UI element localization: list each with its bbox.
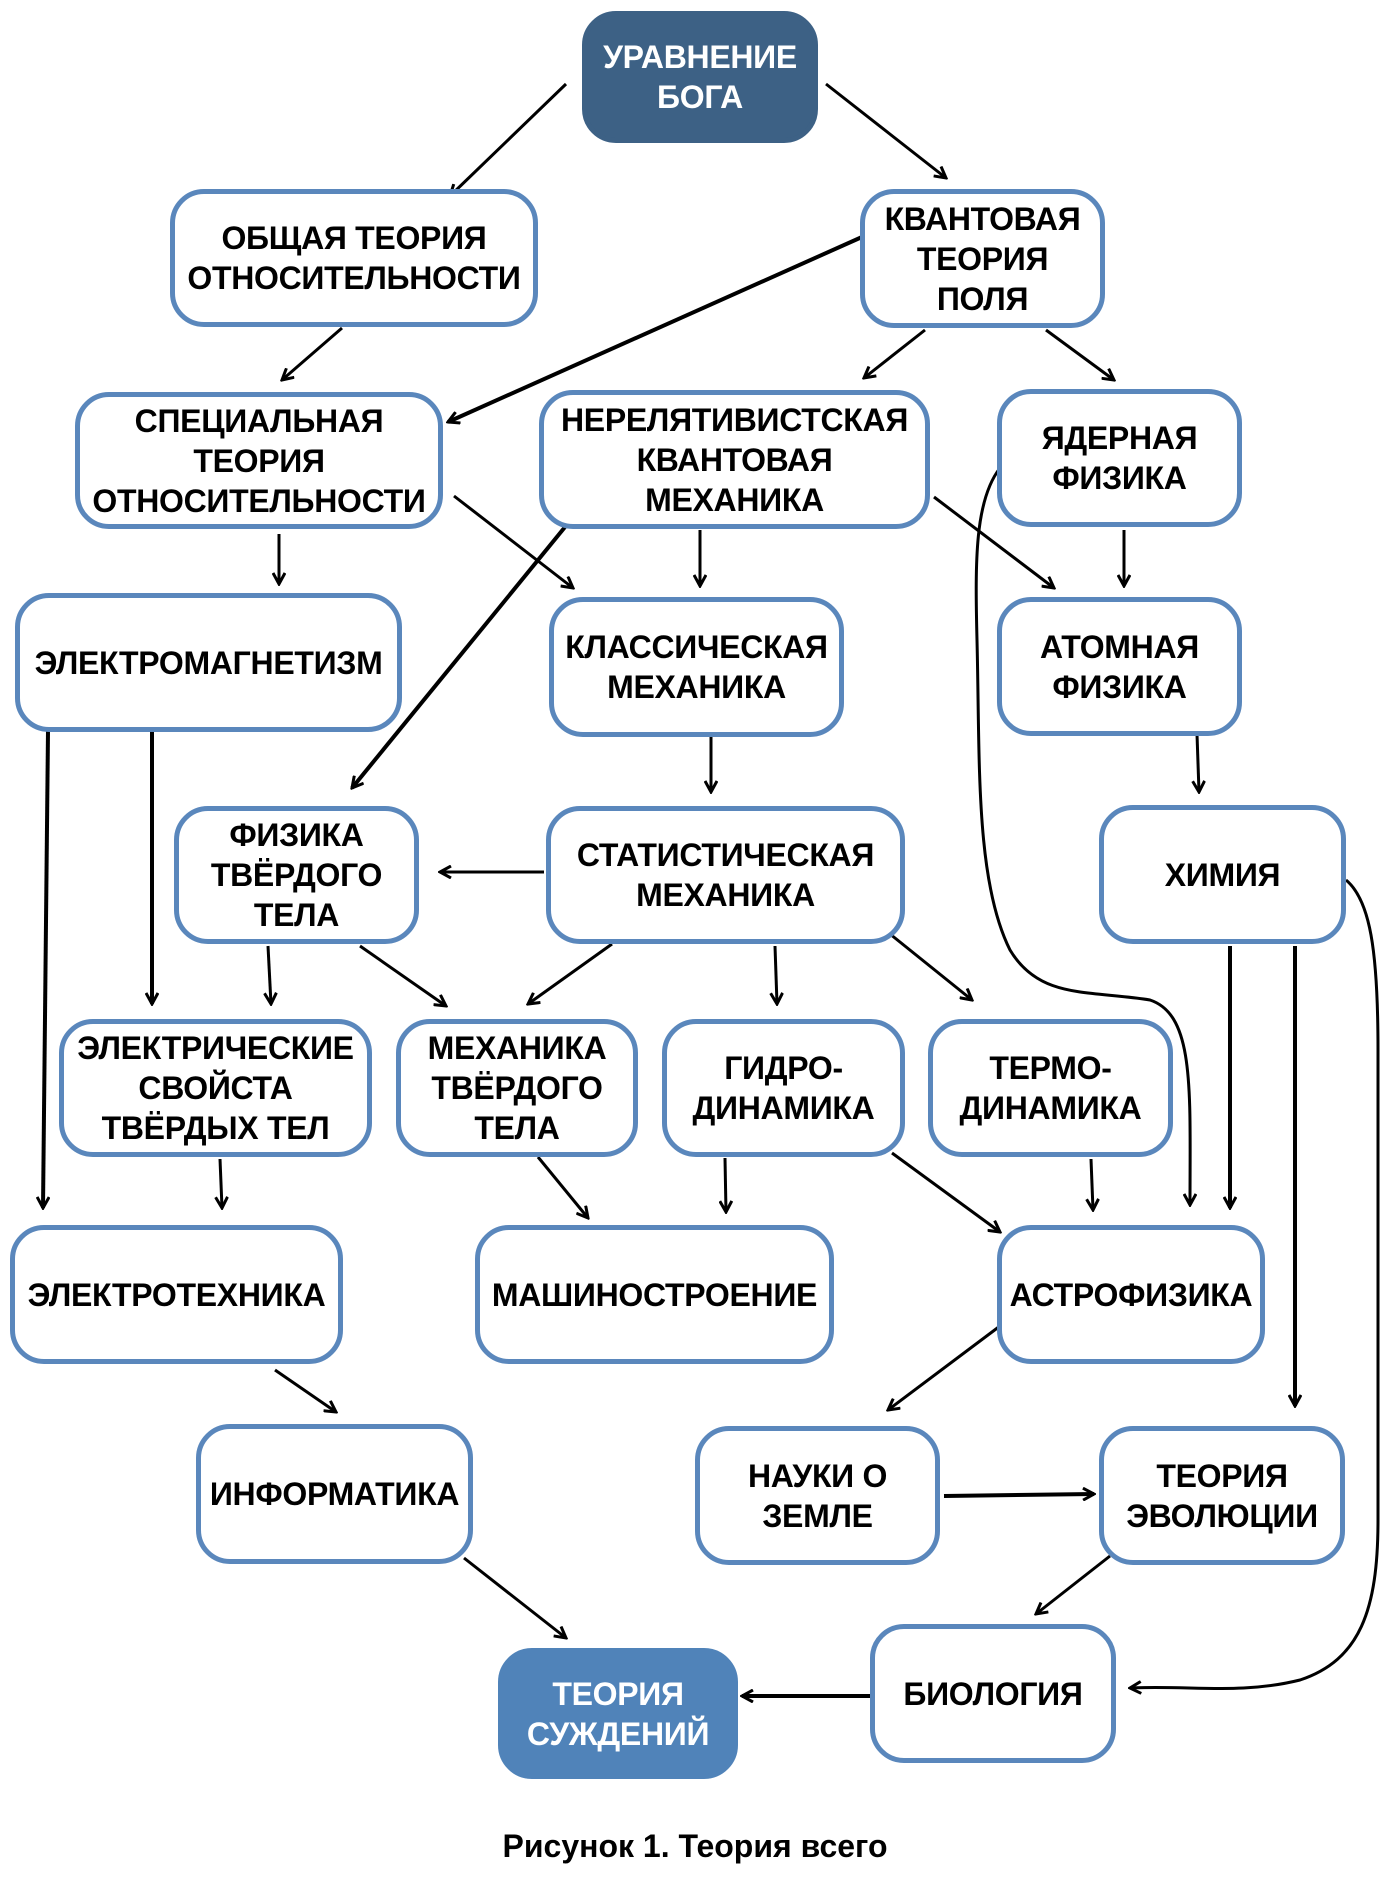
node-label: ЯДЕРНАЯ ФИЗИКА (1041, 420, 1198, 496)
node-label: ТЕРМО- ДИНАМИКА (959, 1050, 1142, 1126)
node-informatics: ИНФОРМАТИКА (196, 1424, 473, 1564)
node-label: НАУКИ О ЗЕМЛЕ (747, 1457, 888, 1534)
node-label: ИНФОРМАТИКА (209, 1476, 460, 1512)
node-earth-sciences: НАУКИ О ЗЕМЛЕ (695, 1426, 940, 1565)
node-special-relativity: СПЕЦИАЛЬНАЯ ТЕОРИЯ ОТНОСИТЕЛЬНОСТИ (75, 392, 443, 529)
edge-electrical_eng-informatics (274, 1368, 336, 1412)
node-label: ТЕОРИЯ СУЖДЕНИЙ (526, 1675, 710, 1752)
edge-qft-special_relativity (448, 235, 863, 422)
node-general-relativity: ОБЩАЯ ТЕОРИЯ ОТНОСИТЕЛЬНОСТИ (170, 189, 538, 327)
node-label: МАШИНОСТРОЕНИЕ (491, 1276, 818, 1313)
edge-earth_sciences-evolution (943, 1494, 1094, 1496)
node-nuclear: ЯДЕРНАЯ ФИЗИКА (997, 389, 1242, 527)
edge-evolution-biology (1036, 1554, 1111, 1614)
edge-chemistry-biology (1130, 878, 1380, 1689)
node-biology: БИОЛОГИЯ (870, 1624, 1116, 1763)
node-mech-eng: МАШИНОСТРОЕНИЕ (475, 1225, 834, 1364)
edge-nuclear-astrophysics (974, 467, 1190, 1205)
edge-atomic-chemistry (1197, 733, 1199, 792)
edge-hydrodynamics-mech_eng (725, 1157, 726, 1212)
edge-solid_mech-mech_eng (536, 1156, 588, 1218)
node-label: ОБЩАЯ ТЕОРИЯ ОТНОСИТЕЛЬНОСТИ (187, 220, 521, 296)
edge-stat_mech-hydrodynamics (775, 945, 777, 1004)
node-god-equation: УРАВНЕНИЕ БОГА (582, 11, 818, 143)
edge-thermodynamics-astrophysics (1091, 1158, 1093, 1210)
node-label: УРАВНЕНИЕ БОГА (603, 39, 797, 115)
node-label: ТЕОРИЯ ЭВОЛЮЦИИ (1126, 1457, 1318, 1534)
edge-god_equation-qft (825, 82, 946, 178)
node-astrophysics: АСТРОФИЗИКА (997, 1225, 1265, 1364)
edge-hydrodynamics-astrophysics (891, 1151, 1000, 1232)
figure-caption: Рисунок 1. Теория всего (502, 1828, 888, 1864)
edge-informatics-judgement_theory (463, 1556, 566, 1638)
node-thermodynamics: ТЕРМО- ДИНАМИКА (928, 1019, 1173, 1157)
edge-electromagnetism-electrical_eng (43, 730, 48, 1208)
edge-god_equation-general_relativity (450, 82, 568, 196)
edge-solid_state-electric_props (268, 945, 271, 1004)
node-label: СТАТИСТИЧЕСКАЯ МЕХАНИКА (576, 837, 875, 913)
node-solid-state: ФИЗИКА ТВЁРДОГО ТЕЛА (174, 806, 419, 944)
node-classical-mech: КЛАССИЧЕСКАЯ МЕХАНИКА (549, 597, 844, 737)
node-label: КВАНТОВАЯ ТЕОРИЯ ПОЛЯ (884, 200, 1081, 317)
edge-special_relativity-classical_mech (453, 494, 573, 588)
edge-qft-nuclear (1045, 328, 1114, 380)
node-label: КЛАССИЧЕСКАЯ МЕХАНИКА (565, 629, 828, 705)
node-hydrodynamics: ГИДРО- ДИНАМИКА (662, 1019, 905, 1157)
edge-solid_state-solid_mech (359, 944, 446, 1006)
node-label: ЭЛЕКТРОМАГНЕТИЗМ (34, 644, 383, 681)
node-atomic: АТОМНАЯ ФИЗИКА (997, 597, 1242, 736)
node-stat-mech: СТАТИСТИЧЕСКАЯ МЕХАНИКА (546, 806, 905, 944)
edge-nonrel_qm-solid_state (352, 525, 567, 788)
node-label: МЕХАНИКА ТВЁРДОГО ТЕЛА (427, 1030, 607, 1146)
node-electric-props: ЭЛЕКТРИЧЕСКИЕ СВОЙСТА ТВЁРДЫХ ТЕЛ (59, 1019, 372, 1157)
edge-nonrel_qm-atomic (933, 495, 1054, 588)
edge-stat_mech-solid_mech (528, 942, 613, 1004)
node-electromagnetism: ЭЛЕКТРОМАГНЕТИЗМ (15, 593, 402, 732)
node-chemistry: ХИМИЯ (1099, 805, 1346, 944)
node-solid-mech: МЕХАНИКА ТВЁРДОГО ТЕЛА (396, 1019, 638, 1157)
node-electrical-eng: ЭЛЕКТРОТЕХНИКА (10, 1225, 343, 1364)
edge-stat_mech-thermodynamics (889, 932, 972, 1000)
node-label: ХИМИЯ (1164, 856, 1281, 893)
node-label: АСТРОФИЗИКА (1009, 1276, 1253, 1313)
node-label: НЕРЕЛЯТИВИСТСКАЯ КВАНТОВАЯ МЕХАНИКА (560, 401, 909, 518)
node-judgement-theory: ТЕОРИЯ СУЖДЕНИЙ (498, 1648, 738, 1779)
node-label: СПЕЦИАЛЬНАЯ ТЕОРИЯ ОТНОСИТЕЛЬНОСТИ (92, 402, 426, 519)
node-nonrel-qm: НЕРЕЛЯТИВИСТСКАЯ КВАНТОВАЯ МЕХАНИКА (539, 390, 930, 529)
node-evolution: ТЕОРИЯ ЭВОЛЮЦИИ (1099, 1426, 1345, 1565)
node-label: ФИЗИКА ТВЁРДОГО ТЕЛА (210, 817, 383, 933)
node-qft: КВАНТОВАЯ ТЕОРИЯ ПОЛЯ (860, 189, 1105, 328)
edge-astrophysics-earth_sciences (888, 1324, 1001, 1410)
edge-electric_props-electrical_eng (220, 1158, 222, 1208)
node-label: БИОЛОГИЯ (903, 1675, 1083, 1712)
node-label: АТОМНАЯ ФИЗИКА (1040, 628, 1199, 705)
edge-qft-nonrel_qm (864, 328, 926, 378)
edge-general_relativity-special_relativity (282, 326, 343, 380)
node-label: ГИДРО- ДИНАМИКА (692, 1050, 875, 1126)
node-label: ЭЛЕКТРОТЕХНИКА (27, 1276, 326, 1313)
node-label: ЭЛЕКТРИЧЕСКИЕ СВОЙСТА ТВЁРДЫХ ТЕЛ (77, 1030, 354, 1146)
